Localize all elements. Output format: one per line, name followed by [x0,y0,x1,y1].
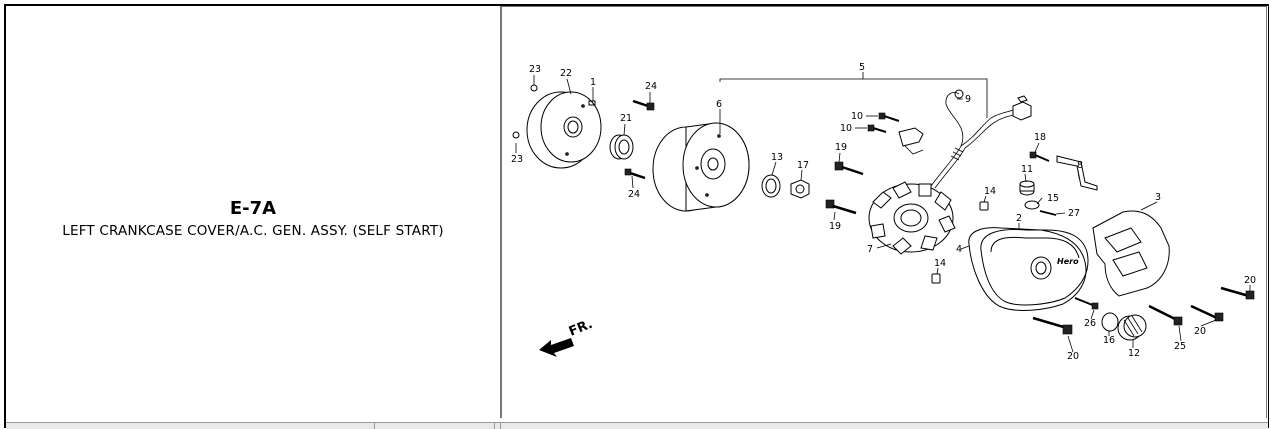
callout-22: 22 [560,68,572,79]
table-bottom-row [6,422,1268,429]
callout-6: 6 [716,99,722,110]
callout-13: 13 [771,152,783,163]
callout-10-lower: 10 [840,123,852,134]
callout-27: 27 [1068,208,1080,219]
part-bolt-10a[interactable] [878,112,900,122]
part-pin-27[interactable] [1039,210,1057,216]
callout-21: 21 [620,113,632,124]
part-bolt-18[interactable] [1029,151,1050,162]
callout-labels: 23 22 1 24 21 23 24 6 5 9 10 10 19 13 17… [511,62,1256,362]
part-bolt-19a[interactable] [834,161,864,176]
part-washer-23a[interactable] [530,84,538,92]
callout-26: 26 [1084,318,1096,329]
callout-14-lower: 14 [934,258,946,269]
callout-2: 2 [1016,213,1022,224]
cover-logo-text: Hero [1057,257,1079,266]
part-flywheel-6[interactable] [652,122,750,212]
part-guard-3[interactable] [1092,210,1170,297]
part-nut-17[interactable] [790,179,810,199]
diagram-panel [501,6,1267,418]
part-bolt-26[interactable] [1074,297,1099,310]
part-bolt-24b[interactable] [624,168,646,180]
callout-10: 10 [851,111,863,122]
callout-17: 17 [797,160,809,171]
diagram-title: LEFT CRANKCASE COVER/A.C. GEN. ASSY. (SE… [62,223,444,239]
callout-24-lower: 24 [628,189,640,200]
callout-23-lower: 23 [511,154,523,165]
callout-11: 11 [1021,164,1033,175]
diagram-code: E-7A [229,198,277,219]
exploded-parts-diagram: Hero [511,62,1256,362]
panel-divider [500,6,501,418]
bottom-cell-divider-3 [500,423,501,429]
callout-19: 19 [835,142,847,153]
part-oring-16[interactable] [1101,312,1119,332]
front-direction-arrow-icon [539,338,574,357]
callout-14: 14 [984,186,996,197]
callout-16: 16 [1103,335,1115,346]
part-washer-23b[interactable] [512,131,520,139]
part-bolt-10b[interactable] [867,124,887,133]
part-plate-8[interactable] [1056,155,1098,191]
part-bolt-19b[interactable] [825,199,857,215]
bottom-cell-divider-2 [494,423,495,429]
part-crankcase-cover-2[interactable]: Hero [980,229,1089,306]
diagram-caption-panel: E-7A LEFT CRANKCASE COVER/A.C. GEN. ASSY… [6,6,500,418]
callout-15: 15 [1047,193,1059,204]
callout-12: 12 [1128,348,1140,359]
part-plug-12[interactable] [1117,314,1147,341]
part-harness-5[interactable] [898,89,1032,189]
callout-3: 3 [1155,192,1161,203]
callout-20-mid: 20 [1194,326,1206,337]
part-ring-21[interactable] [609,134,634,160]
callout-25: 25 [1174,341,1186,352]
callout-1: 1 [590,77,596,88]
callout-8: 8 [1077,160,1083,171]
bottom-cell-divider-1 [374,423,375,429]
leader-lines [515,72,1251,353]
callout-7: 7 [867,244,873,255]
part-bolt-25[interactable] [1148,304,1183,326]
part-bolt-24a[interactable] [632,99,655,111]
callout-20-lower: 20 [1067,351,1079,362]
callout-19-lower: 19 [829,221,841,232]
callout-5: 5 [859,62,865,73]
part-washer-13[interactable] [761,174,781,198]
callout-18: 18 [1034,132,1046,143]
part-bolt-20b[interactable] [1190,304,1224,322]
part-gasket-4[interactable] [968,227,1087,311]
front-direction-label: FR. [567,317,595,340]
callout-20: 20 [1244,275,1256,286]
part-dowel-14a[interactable] [979,201,989,211]
callout-9: 9 [965,94,971,105]
callout-4: 4 [956,244,962,255]
page-frame [4,4,1269,428]
part-rotor-small[interactable] [526,91,602,169]
part-grommet-11[interactable] [1019,180,1035,196]
part-bolt-20c[interactable] [1032,316,1073,335]
part-bolt-20a[interactable] [1220,286,1255,300]
callout-24: 24 [645,81,657,92]
part-oring-15[interactable] [1024,200,1040,210]
callout-23: 23 [529,64,541,75]
part-dowel-14b[interactable] [931,273,941,284]
part-stator-7[interactable] [868,181,956,255]
